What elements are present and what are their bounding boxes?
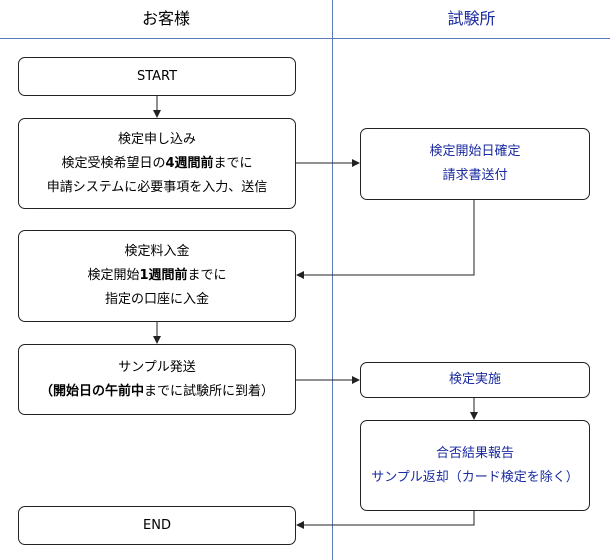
report-line1: 合否結果報告 — [435, 445, 514, 461]
apply-line2: 検定受検希望日の4週間前までに — [61, 155, 253, 171]
start-node: START — [18, 57, 296, 96]
ship-line1: サンプル発送 — [118, 359, 196, 375]
exec-node: 検定実施 — [360, 362, 590, 398]
apply-deadline: 4週間前 — [165, 155, 214, 171]
lane-divider — [332, 0, 333, 560]
report-node: 合否結果報告 サンプル返却（カード検定を除く） — [360, 420, 590, 511]
apply-line1: 検定申し込み — [117, 131, 196, 147]
report-line2: サンプル返却（カード検定を除く） — [371, 469, 579, 485]
pay-line3: 指定の口座に入金 — [104, 292, 209, 307]
end-label: END — [143, 517, 171, 533]
apply-line3: 申請システムに必要事項を入力、送信 — [46, 179, 268, 195]
confirm-line2: 請求書送付 — [442, 168, 508, 183]
arrow-report-to-end — [296, 511, 475, 529]
lane-header-divider — [0, 38, 610, 39]
ship-line2: （開始日の午前中までに試験所に到着） — [39, 383, 275, 399]
ship-deadline: （開始日の午前中 — [39, 383, 144, 399]
start-label: START — [136, 68, 178, 84]
pay-deadline: 1週間前 — [139, 268, 188, 283]
pay-line2: 検定開始1週間前までに — [87, 268, 227, 283]
ship-node: サンプル発送 （開始日の午前中までに試験所に到着） — [18, 344, 296, 415]
confirm-node: 検定開始日確定 請求書送付 — [360, 128, 590, 200]
end-node: END — [18, 506, 296, 545]
confirm-line1: 検定開始日確定 — [429, 144, 521, 159]
apply-node: 検定申し込み 検定受検希望日の4週間前までに 申請システムに必要事項を入力、送信 — [18, 118, 296, 209]
arrow-confirm-to-pay — [296, 200, 475, 279]
exec-label: 検定実施 — [448, 372, 501, 387]
pay-node: 検定料入金 検定開始1週間前までに 指定の口座に入金 — [18, 230, 296, 322]
lane-header-lab: 試験所 — [447, 9, 496, 28]
lane-header-customer: お客様 — [141, 9, 190, 28]
pay-line1: 検定料入金 — [124, 244, 190, 259]
